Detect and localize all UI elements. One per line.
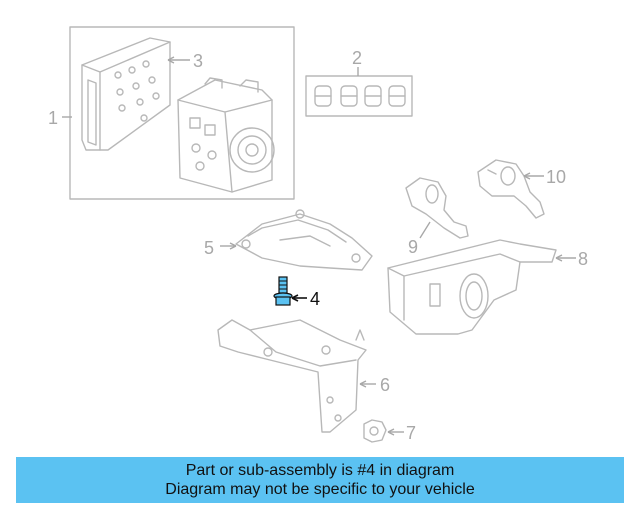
callout-8[interactable]: 8 bbox=[578, 249, 588, 269]
callout-9[interactable]: 9 bbox=[408, 237, 418, 257]
hydraulic-unit bbox=[177, 77, 275, 193]
callout-6[interactable]: 6 bbox=[380, 375, 390, 395]
lower-bracket-part-6[interactable]: 6 bbox=[217, 319, 390, 433]
nut-part-7[interactable]: 7 bbox=[363, 419, 416, 443]
mounting-plate-part-5[interactable]: 5 bbox=[204, 209, 373, 271]
bushing bbox=[364, 85, 382, 107]
banner-line-2: Diagram may not be specific to your vehi… bbox=[165, 481, 475, 498]
control-module-part-3[interactable] bbox=[81, 37, 171, 151]
abs-assembly-group: 1 3 bbox=[48, 26, 295, 200]
callout-7[interactable]: 7 bbox=[406, 423, 416, 443]
callout-5[interactable]: 5 bbox=[204, 238, 214, 258]
callout-1[interactable]: 1 bbox=[48, 108, 58, 128]
callout-10[interactable]: 10 bbox=[546, 167, 566, 187]
bushings-group-part-2[interactable]: 2 bbox=[305, 48, 413, 117]
bushing bbox=[314, 85, 332, 107]
callout-2[interactable]: 2 bbox=[352, 48, 362, 68]
sensor-part-9[interactable]: 9 bbox=[405, 177, 469, 257]
bushing bbox=[388, 85, 406, 107]
callout-3[interactable]: 3 bbox=[193, 51, 203, 71]
bolt-part-4[interactable]: 4 bbox=[273, 276, 320, 309]
banner-line-1: Part or sub-assembly is #4 in diagram bbox=[185, 462, 455, 479]
info-banner: Part or sub-assembly is #4 in diagram Di… bbox=[16, 457, 624, 503]
bracket-part-8[interactable]: 8 bbox=[387, 239, 588, 335]
assembly-frame bbox=[69, 26, 295, 200]
bushing bbox=[340, 85, 358, 107]
callout-4[interactable]: 4 bbox=[310, 289, 320, 309]
sensor-part-10[interactable]: 10 bbox=[477, 159, 566, 219]
